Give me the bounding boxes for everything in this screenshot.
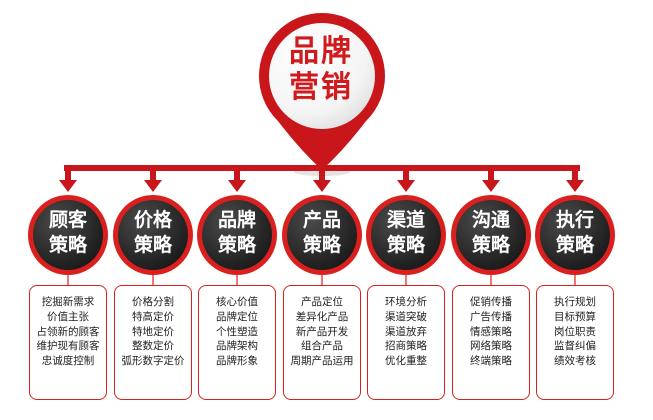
strategy-item: 情感策略 <box>470 325 512 338</box>
hub-title-line1: 品牌 <box>289 34 353 69</box>
arrow-stem <box>150 168 156 182</box>
arrow-stem <box>65 168 71 182</box>
strategy-item: 品牌形象 <box>216 355 258 368</box>
strategy-item: 岗位职责 <box>554 325 596 338</box>
hub-title: 品牌 营销 <box>276 34 366 106</box>
strategy-card: 执行规划目标预算岗位职责监督纠偏绩效考核 <box>536 285 614 400</box>
arrow-head <box>228 180 246 192</box>
strategy-item: 核心价值 <box>216 296 258 308</box>
strategy-ball <box>33 200 103 270</box>
strategy-item: 渠道突破 <box>385 310 427 323</box>
strategy-item: 价格分割 <box>132 296 174 308</box>
strategy-ball <box>456 200 526 270</box>
strategy-item: 整数定价 <box>132 340 174 353</box>
strategy-label-line2: 策略 <box>302 234 341 256</box>
strategy-item: 新产品开发 <box>295 325 349 338</box>
strategy-item: 占领新的顾客 <box>36 325 100 338</box>
strategy-label-line1: 品牌 <box>217 209 256 231</box>
strategy-item: 周期产品运用 <box>290 355 354 368</box>
strategy-label: 沟通策略 <box>459 208 523 258</box>
strategy-item: 特高定价 <box>132 310 174 323</box>
strategy-item: 品牌定位 <box>216 310 258 323</box>
arrow-head <box>59 180 77 192</box>
strategy-item: 绩效考核 <box>554 355 596 368</box>
strategy-item: 渠道放弃 <box>385 325 427 338</box>
strategy-item: 特地定价 <box>132 325 174 338</box>
strategy-item: 促销传播 <box>470 296 512 308</box>
arrow-head <box>397 180 415 192</box>
strategy-item: 环境分析 <box>385 296 427 308</box>
strategy-label-line2: 策略 <box>386 234 425 256</box>
arrow-head <box>482 180 500 192</box>
strategy-label: 产品策略 <box>290 208 354 258</box>
hub-pin <box>259 13 385 176</box>
hub-inner-disc <box>269 23 375 129</box>
connector <box>59 165 584 192</box>
strategy-item: 个性塑造 <box>216 325 258 338</box>
strategy-item: 目标预算 <box>554 310 596 323</box>
strategy-label-line2: 策略 <box>555 234 594 256</box>
strategy-label-line1: 产品 <box>302 209 341 231</box>
strategy-item: 监督纠偏 <box>554 340 596 353</box>
strategy-item: 网络策略 <box>470 340 512 353</box>
strategy-item: 优化重整 <box>385 355 427 368</box>
strategy-item: 价值主张 <box>47 310 89 323</box>
strategy-label: 品牌策略 <box>205 208 269 258</box>
strategy-ball <box>118 200 188 270</box>
strategy-item: 维护现有顾客 <box>36 340 100 353</box>
connector-arrows <box>59 168 584 192</box>
strategy-label-line2: 策略 <box>217 234 256 256</box>
strategy-label: 执行策略 <box>543 208 607 258</box>
strategy-label-line2: 策略 <box>48 234 87 256</box>
strategy-card: 挖掘新需求价值主张占领新的顾客维护现有顾客忠诚度控制 <box>29 285 107 400</box>
strategy-item: 忠诚度控制 <box>41 355 95 368</box>
strategy-label: 渠道策略 <box>374 208 438 258</box>
strategy-item: 执行规划 <box>554 296 596 308</box>
strategy-card: 价格分割特高定价特地定价整数定价弧形数字定价 <box>114 285 192 400</box>
arrow-head <box>313 180 331 192</box>
strategy-ball <box>202 200 272 270</box>
strategy-card: 环境分析渠道突破渠道放弃招商策略优化重整 <box>367 285 445 400</box>
strategy-label-line1: 执行 <box>555 209 594 231</box>
arrow-stem <box>234 168 240 182</box>
strategy-card: 产品定位差异化产品新产品开发组合产品周期产品运用 <box>283 285 361 400</box>
strategy-item: 组合产品 <box>301 340 343 353</box>
arrow-stem <box>403 168 409 182</box>
arrow-stem <box>488 168 494 182</box>
strategy-ball <box>287 200 357 270</box>
strategy-card: 核心价值品牌定位个性塑造品牌架构品牌形象 <box>198 285 276 400</box>
strategy-item: 广告传播 <box>470 310 512 323</box>
strategy-label: 顾客策略 <box>36 208 100 258</box>
hub-title-line2: 营销 <box>289 70 353 105</box>
strategy-label-line1: 渠道 <box>386 209 425 231</box>
strategy-label-line1: 价格 <box>133 209 172 231</box>
strategy-label-line1: 顾客 <box>48 209 87 231</box>
arrow-stem <box>319 168 325 182</box>
strategy-label-line2: 策略 <box>133 234 172 256</box>
arrow-head <box>566 180 584 192</box>
strategy-item: 品牌架构 <box>216 340 258 353</box>
strategy-item: 招商策略 <box>385 340 427 353</box>
strategy-label: 价格策略 <box>121 208 185 258</box>
strategy-item: 差异化产品 <box>295 310 349 323</box>
strategy-item: 终端策略 <box>470 355 512 368</box>
arrow-stem <box>572 168 578 182</box>
strategy-label-line2: 策略 <box>471 234 510 256</box>
arrow-head <box>144 180 162 192</box>
strategy-ball <box>540 200 610 270</box>
strategy-label-line1: 沟通 <box>471 209 510 231</box>
strategy-item: 挖掘新需求 <box>41 296 95 308</box>
strategy-ball <box>371 200 441 270</box>
strategy-balls <box>28 195 615 286</box>
strategy-item: 产品定位 <box>301 296 343 308</box>
strategy-card: 促销传播广告传播情感策略网络策略终端策略 <box>452 285 530 400</box>
strategy-item: 弧形数字定价 <box>121 355 185 368</box>
